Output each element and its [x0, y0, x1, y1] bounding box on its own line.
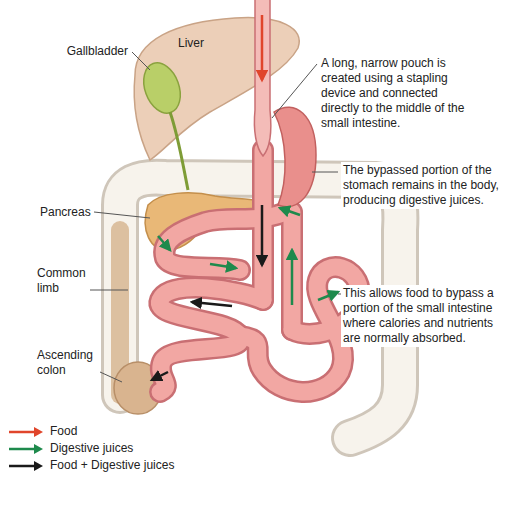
gallbladder: [137, 58, 187, 118]
part-label: Pancreas: [40, 205, 91, 220]
part-label: Liver: [178, 36, 204, 51]
legend-entry: Food + Digestive juices: [8, 458, 174, 473]
legend-text: Digestive juices: [50, 441, 133, 456]
legend-text: Food + Digestive juices: [50, 458, 174, 473]
arrow-swatch: [8, 460, 44, 472]
part-label: Gallbladder: [46, 44, 128, 59]
esophagus-pouch: [254, 0, 270, 156]
flow-arrows: [152, 15, 338, 380]
part-label: Ascending colon: [37, 348, 99, 378]
arrow-swatch: [8, 426, 44, 438]
liver: [134, 18, 299, 160]
callout-text: A long, narrow pouch is created using a …: [321, 56, 473, 131]
bile-duct: [170, 112, 188, 190]
leader-lines: [90, 52, 358, 382]
legend-text: Food: [50, 424, 77, 439]
legend-entry: Food: [8, 424, 77, 439]
part-label: Common limb: [37, 266, 97, 296]
small-intestine: [159, 150, 360, 392]
arrow-swatch: [8, 443, 44, 455]
callout-text: The bypassed portion of the stomach rema…: [341, 162, 501, 209]
bypassed-stomach: [274, 107, 316, 206]
legend-entry: Digestive juices: [8, 441, 133, 456]
callout-text: This allows food to bypass a portion of …: [341, 285, 501, 347]
